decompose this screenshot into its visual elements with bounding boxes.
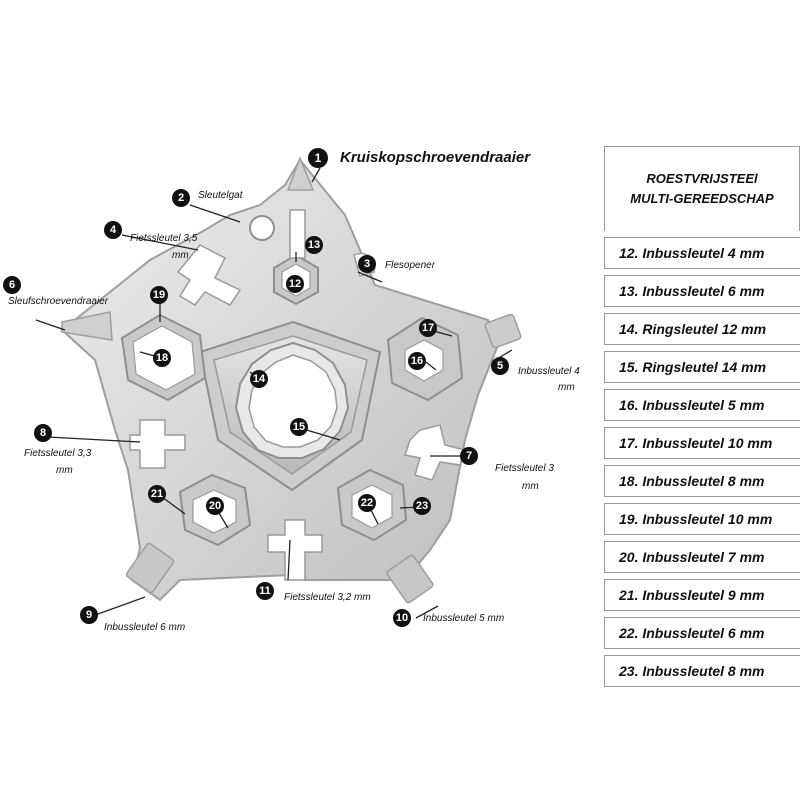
marker-20: 20 (206, 497, 224, 515)
marker-19: 19 (150, 286, 168, 304)
label-sleutelgat: Sleutelgat (198, 190, 243, 201)
label-sleufschroevendraaier: Sleufschroevendraaier (8, 296, 109, 307)
marker-13: 13 (305, 236, 323, 254)
callout-badge-3: 3 (358, 255, 376, 273)
legend-row: 18. Inbussleutel 8 mm (604, 465, 800, 497)
label-inbussleutel-6: Inbussleutel 6 mm (104, 622, 186, 633)
label-fietssleutel-3-3: Fietssleutel 3,3 (24, 448, 92, 459)
marker-23: 23 (413, 497, 431, 515)
legend-row: 16. Inbussleutel 5 mm (604, 389, 800, 421)
marker-15: 15 (290, 418, 308, 436)
legend-row: 17. Inbussleutel 10 mm (604, 427, 800, 459)
legend-row: 23. Inbussleutel 8 mm (604, 655, 800, 687)
label-fietssleutel-3-5-unit: mm (172, 250, 189, 261)
marker-12: 12 (286, 275, 304, 293)
callout-badge-9: 9 (80, 606, 98, 624)
legend-row: 13. Inbussleutel 6 mm (604, 275, 800, 307)
callout-badge-10: 10 (393, 609, 411, 627)
label-fietssleutel-3-unit: mm (522, 481, 539, 492)
legend-panel: ROESTVRIJSTEEl MULTI-GEREEDSCHAP 12. Inb… (604, 146, 800, 687)
legend-row: 19. Inbussleutel 10 mm (604, 503, 800, 535)
legend-row: 14. Ringsleutel 12 mm (604, 313, 800, 345)
label-fietssleutel-3: Fietssleutel 3 (495, 463, 554, 474)
legend-row: 21. Inbussleutel 9 mm (604, 579, 800, 611)
callout-badge-7: 7 (460, 447, 478, 465)
label-inbussleutel-5: Inbussleutel 5 mm (423, 613, 505, 624)
label-fietssleutel-3-3-unit: mm (56, 465, 73, 476)
label-kruiskopschroevendraaier: Kruiskopschroevendraaier (340, 149, 531, 166)
callout-badge-4: 4 (104, 221, 122, 239)
callout-badge-5: 5 (491, 357, 509, 375)
label-inbussleutel-4: Inbussleutel 4 (518, 366, 580, 377)
legend-row: 12. Inbussleutel 4 mm (604, 237, 800, 269)
marker-14: 14 (250, 370, 268, 388)
marker-21: 21 (148, 485, 166, 503)
legend-row: 15. Ringsleutel 14 mm (604, 351, 800, 383)
label-fietssleutel-3-5: Fietssleutel 3,5 (130, 233, 198, 244)
marker-16: 16 (408, 352, 426, 370)
wrench-notches (129, 209, 466, 581)
callout-badge-1: 1 (308, 148, 328, 168)
legend-title-line1: ROESTVRIJSTEEl (646, 171, 758, 186)
label-fietssleutel-3-2: Fietssleutel 3,2 mm (284, 592, 371, 603)
legend-row: 22. Inbussleutel 6 mm (604, 617, 800, 649)
label-flesopener: Flesopener (385, 260, 436, 271)
label-inbussleutel-4-unit: mm (558, 382, 575, 393)
callout-badge-11: 11 (256, 582, 274, 600)
legend-header: ROESTVRIJSTEEl MULTI-GEREEDSCHAP (604, 146, 800, 231)
marker-17: 17 (419, 319, 437, 337)
legend-title-line2: MULTI-GEREEDSCHAP (630, 191, 774, 206)
legend-row: 20. Inbussleutel 7 mm (604, 541, 800, 573)
callout-badge-2: 2 (172, 189, 190, 207)
marker-22: 22 (358, 494, 376, 512)
callout-badge-8: 8 (34, 424, 52, 442)
marker-18: 18 (153, 349, 171, 367)
callout-badge-6: 6 (3, 276, 21, 294)
